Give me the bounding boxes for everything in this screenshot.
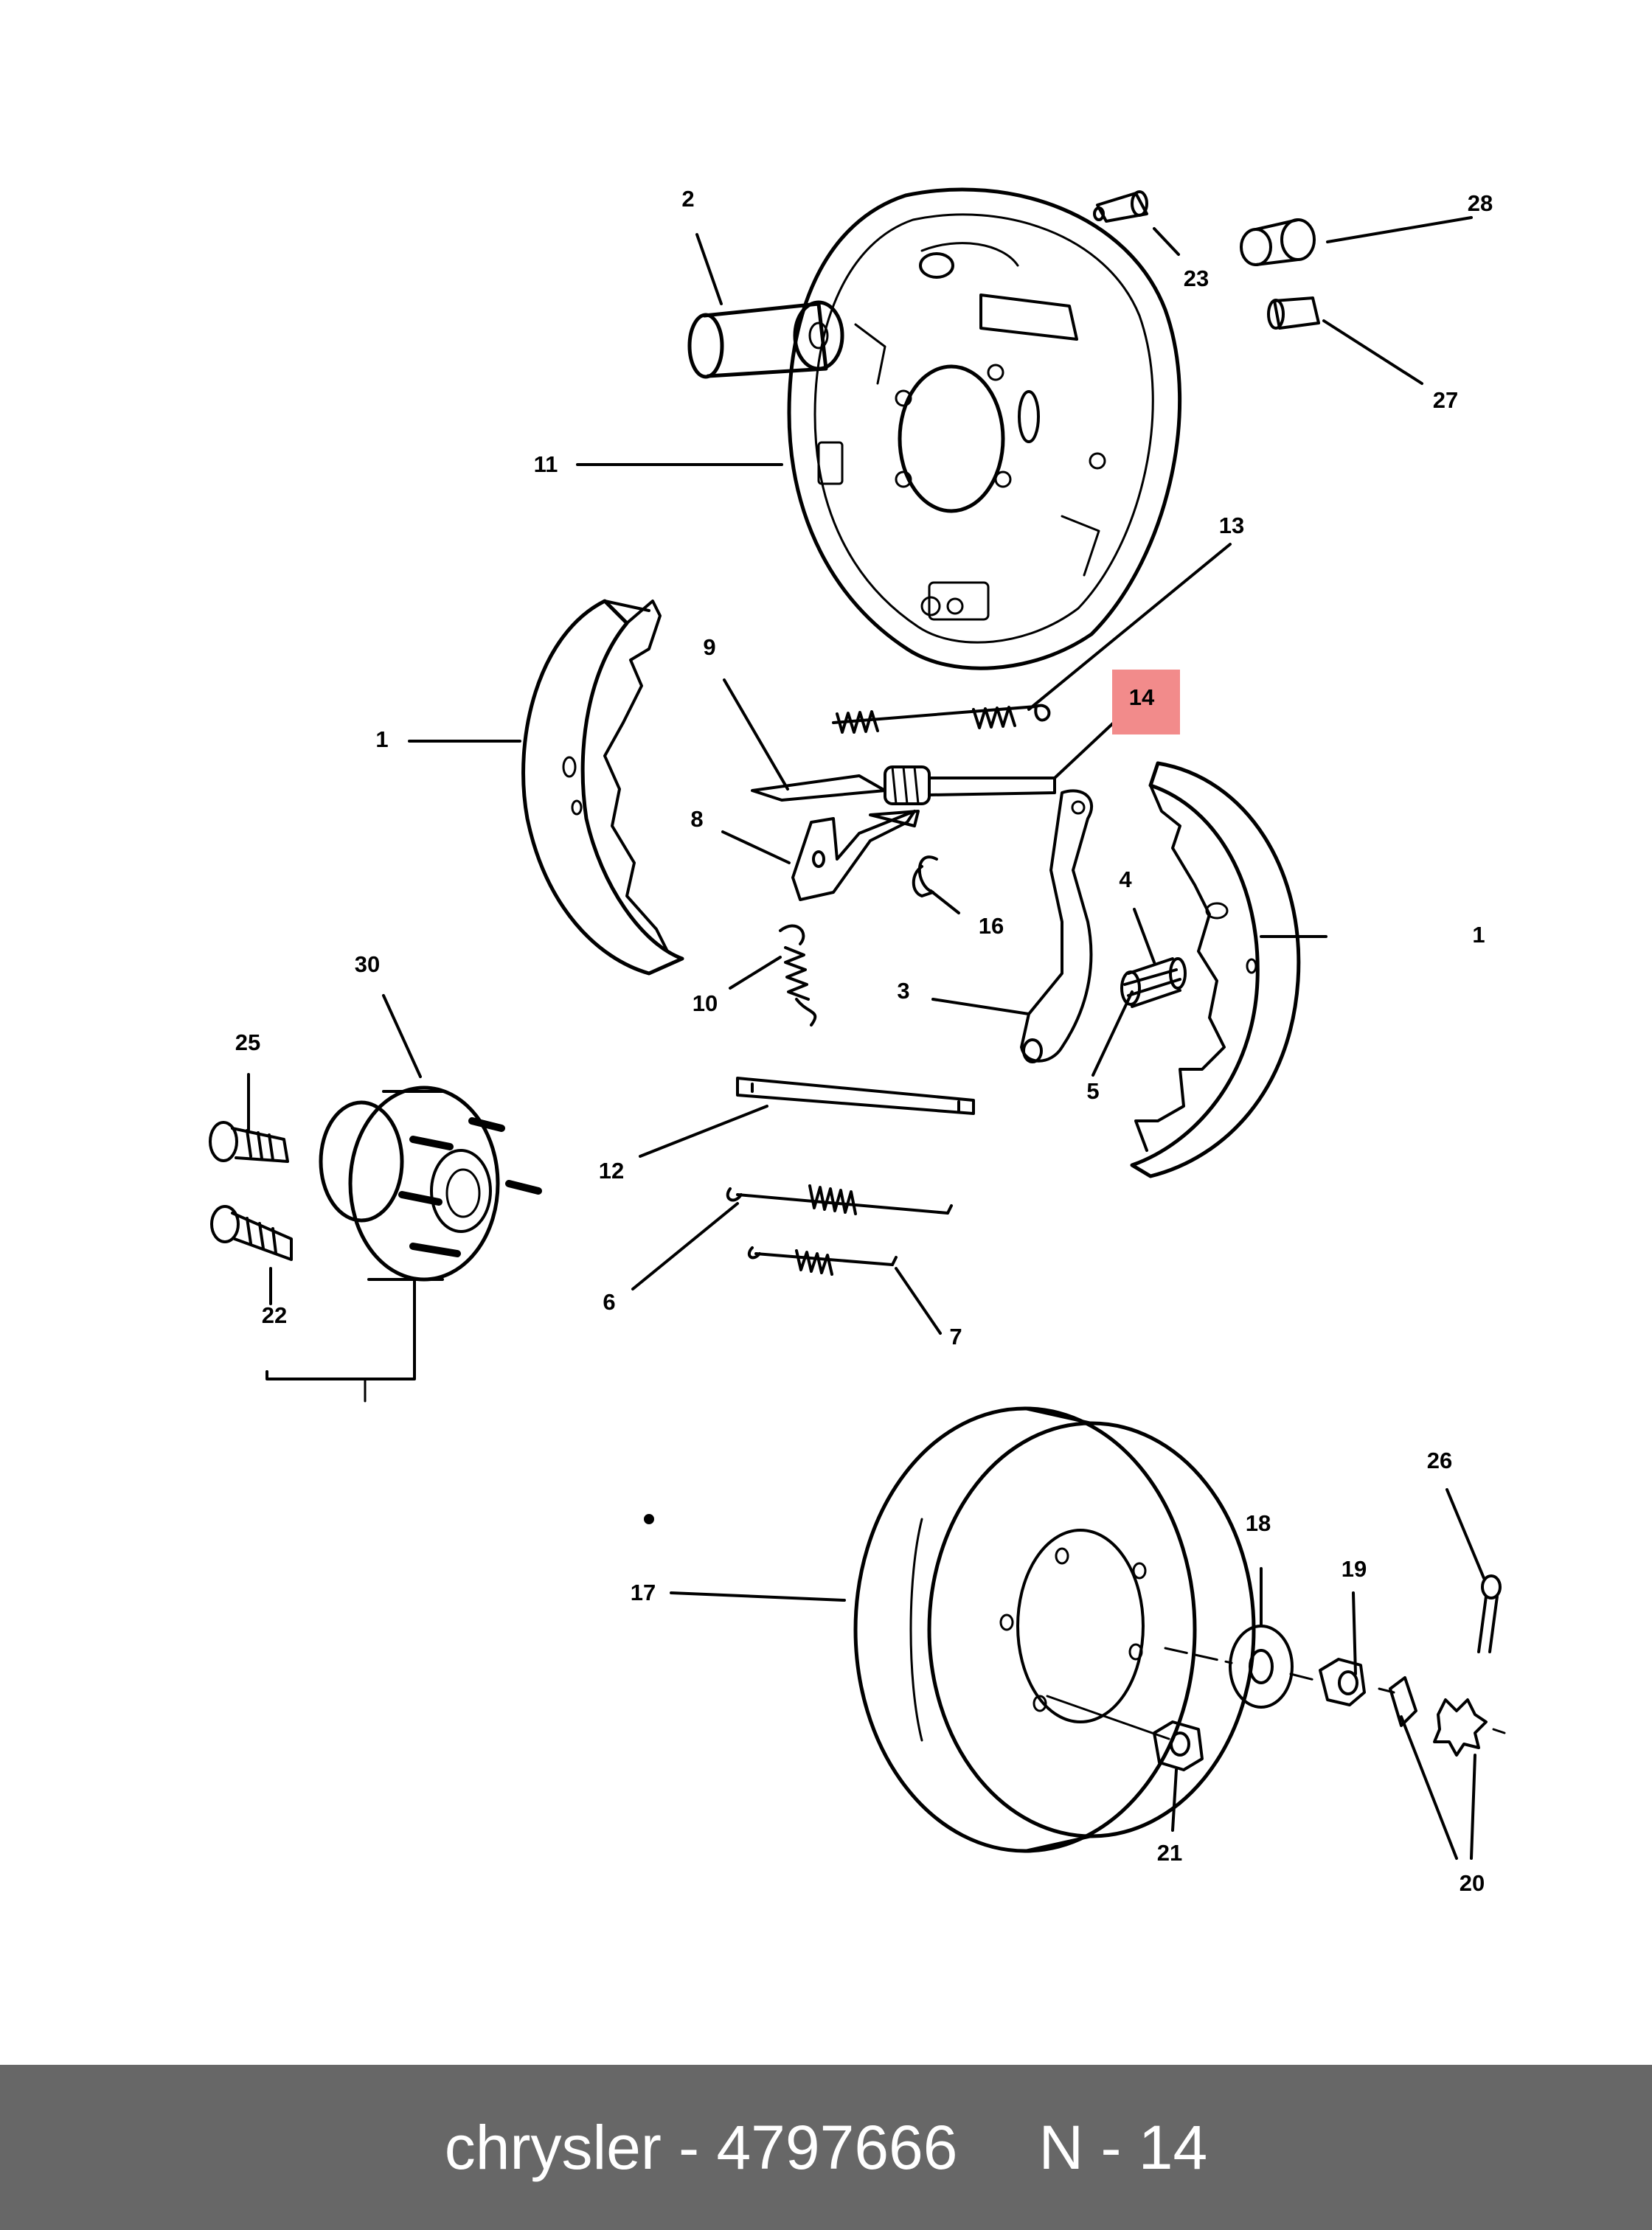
part-number-title: chrysler - 4797666 [444,2112,958,2182]
label-14: 14 [1129,684,1155,710]
stud-part [209,1121,289,1163]
label-7: 7 [949,1324,962,1350]
label-17: 17 [631,1580,656,1605]
label-16: 16 [979,913,1004,939]
label-20: 20 [1460,1870,1485,1896]
spindle-nut-part [1319,1658,1366,1706]
lower-spring-part [747,1246,898,1276]
label-12: 12 [599,1158,624,1184]
label-18: 18 [1246,1510,1271,1536]
lug-stud-part [210,1205,293,1261]
label-3: 3 [897,978,909,1004]
label-8: 8 [690,806,703,832]
reference-code: N - 14 [1038,2112,1208,2182]
label-19: 19 [1342,1556,1367,1582]
label-5: 5 [1086,1078,1099,1104]
label-22: 22 [262,1302,287,1328]
brake-exploded-diagram: 1 1 2 3 4 5 6 7 8 9 10 11 12 13 14 16 17… [209,186,1506,1896]
wheel-cylinder-part [687,293,1078,379]
label-1-left: 1 [375,726,388,752]
label-10: 10 [693,990,718,1016]
hub-part [319,1086,542,1282]
label-25: 25 [235,1029,260,1055]
adjuster-lever-part [791,810,920,901]
nut-lock-part [1389,1676,1488,1757]
hold-down-spring-part [1120,957,1187,1008]
parking-lever-part [1020,789,1093,1063]
label-23: 23 [1184,265,1209,291]
adjuster-spring-part [779,924,817,1027]
label-27: 27 [1433,387,1458,413]
label-21: 21 [1157,1840,1182,1866]
label-6: 6 [603,1289,615,1315]
leader-lines [247,216,1506,1860]
label-28: 28 [1468,190,1493,216]
backing-plate-part [787,187,1182,670]
plug-part [1267,296,1320,330]
footer-bar: chrysler - 4797666 N - 14 [0,2065,1652,2230]
highlight-box [1112,670,1180,734]
brake-shoe-right-part [1130,761,1301,1178]
label-26: 26 [1427,1448,1452,1473]
label-13: 13 [1219,513,1244,538]
label-2: 2 [681,186,694,212]
brake-drum-part [853,1406,1256,1853]
return-spring-part [832,704,1051,734]
label-9: 9 [703,634,715,660]
adjuster-screw-part [751,765,1056,805]
spring-clip-part [912,855,938,897]
bleeder-screw-part [1093,190,1148,223]
label-11: 11 [534,451,558,477]
marker-dot [644,1514,654,1524]
label-30: 30 [355,951,380,977]
washer-part [1229,1625,1294,1709]
upper-spring-part [726,1184,953,1215]
bleeder-cap-part [1240,218,1316,266]
wheel-nut-part [1153,1720,1204,1771]
label-1-right: 1 [1472,922,1485,948]
cotter-pin-part [1477,1574,1502,1653]
strut-part [736,1077,975,1115]
label-4: 4 [1119,866,1132,892]
brake-shoe-left-part [521,599,684,976]
